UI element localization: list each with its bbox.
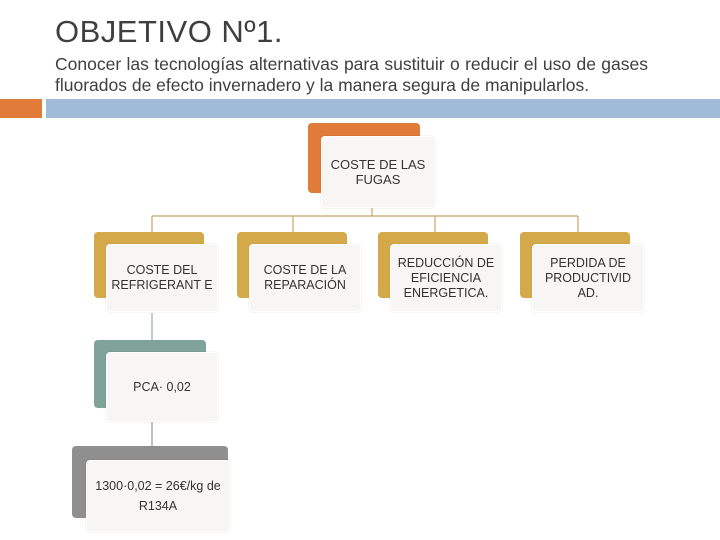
node-sub-1: PCA· 0,02 xyxy=(94,340,218,424)
node-root-label: COSTE DE LAS FUGAS xyxy=(321,136,435,208)
node-sub-2: 1300·0,02 = 26€/kg de R134A xyxy=(72,446,230,534)
node-child-1: COSTE DEL REFRIGERANT E xyxy=(94,232,218,312)
accent-bar-orange xyxy=(0,99,42,118)
node-child-2: COSTE DE LA REPARACIÓN xyxy=(237,232,361,312)
node-child-3-label: REDUCCIÓN DE EFICIENCIA ENERGETICA. xyxy=(390,244,502,312)
node-root: COSTE DE LAS FUGAS xyxy=(308,123,436,209)
node-child-3: REDUCCIÓN DE EFICIENCIA ENERGETICA. xyxy=(378,232,502,312)
node-child-4-label: PERDIDA DE PRODUCTIVID AD. xyxy=(532,244,644,312)
node-child-2-label: COSTE DE LA REPARACIÓN xyxy=(249,244,361,312)
slide-subtitle: Conocer las tecnologías alternativas par… xyxy=(55,54,648,95)
slide-title: OBJETIVO Nº1. xyxy=(55,14,283,49)
accent-bar-blue xyxy=(46,99,720,118)
node-sub-2-label: 1300·0,02 = 26€/kg de R134A xyxy=(86,460,230,532)
node-child-4: PERDIDA DE PRODUCTIVID AD. xyxy=(520,232,644,312)
node-child-1-label: COSTE DEL REFRIGERANT E xyxy=(106,244,218,312)
node-sub-1-label: PCA· 0,02 xyxy=(106,352,218,422)
